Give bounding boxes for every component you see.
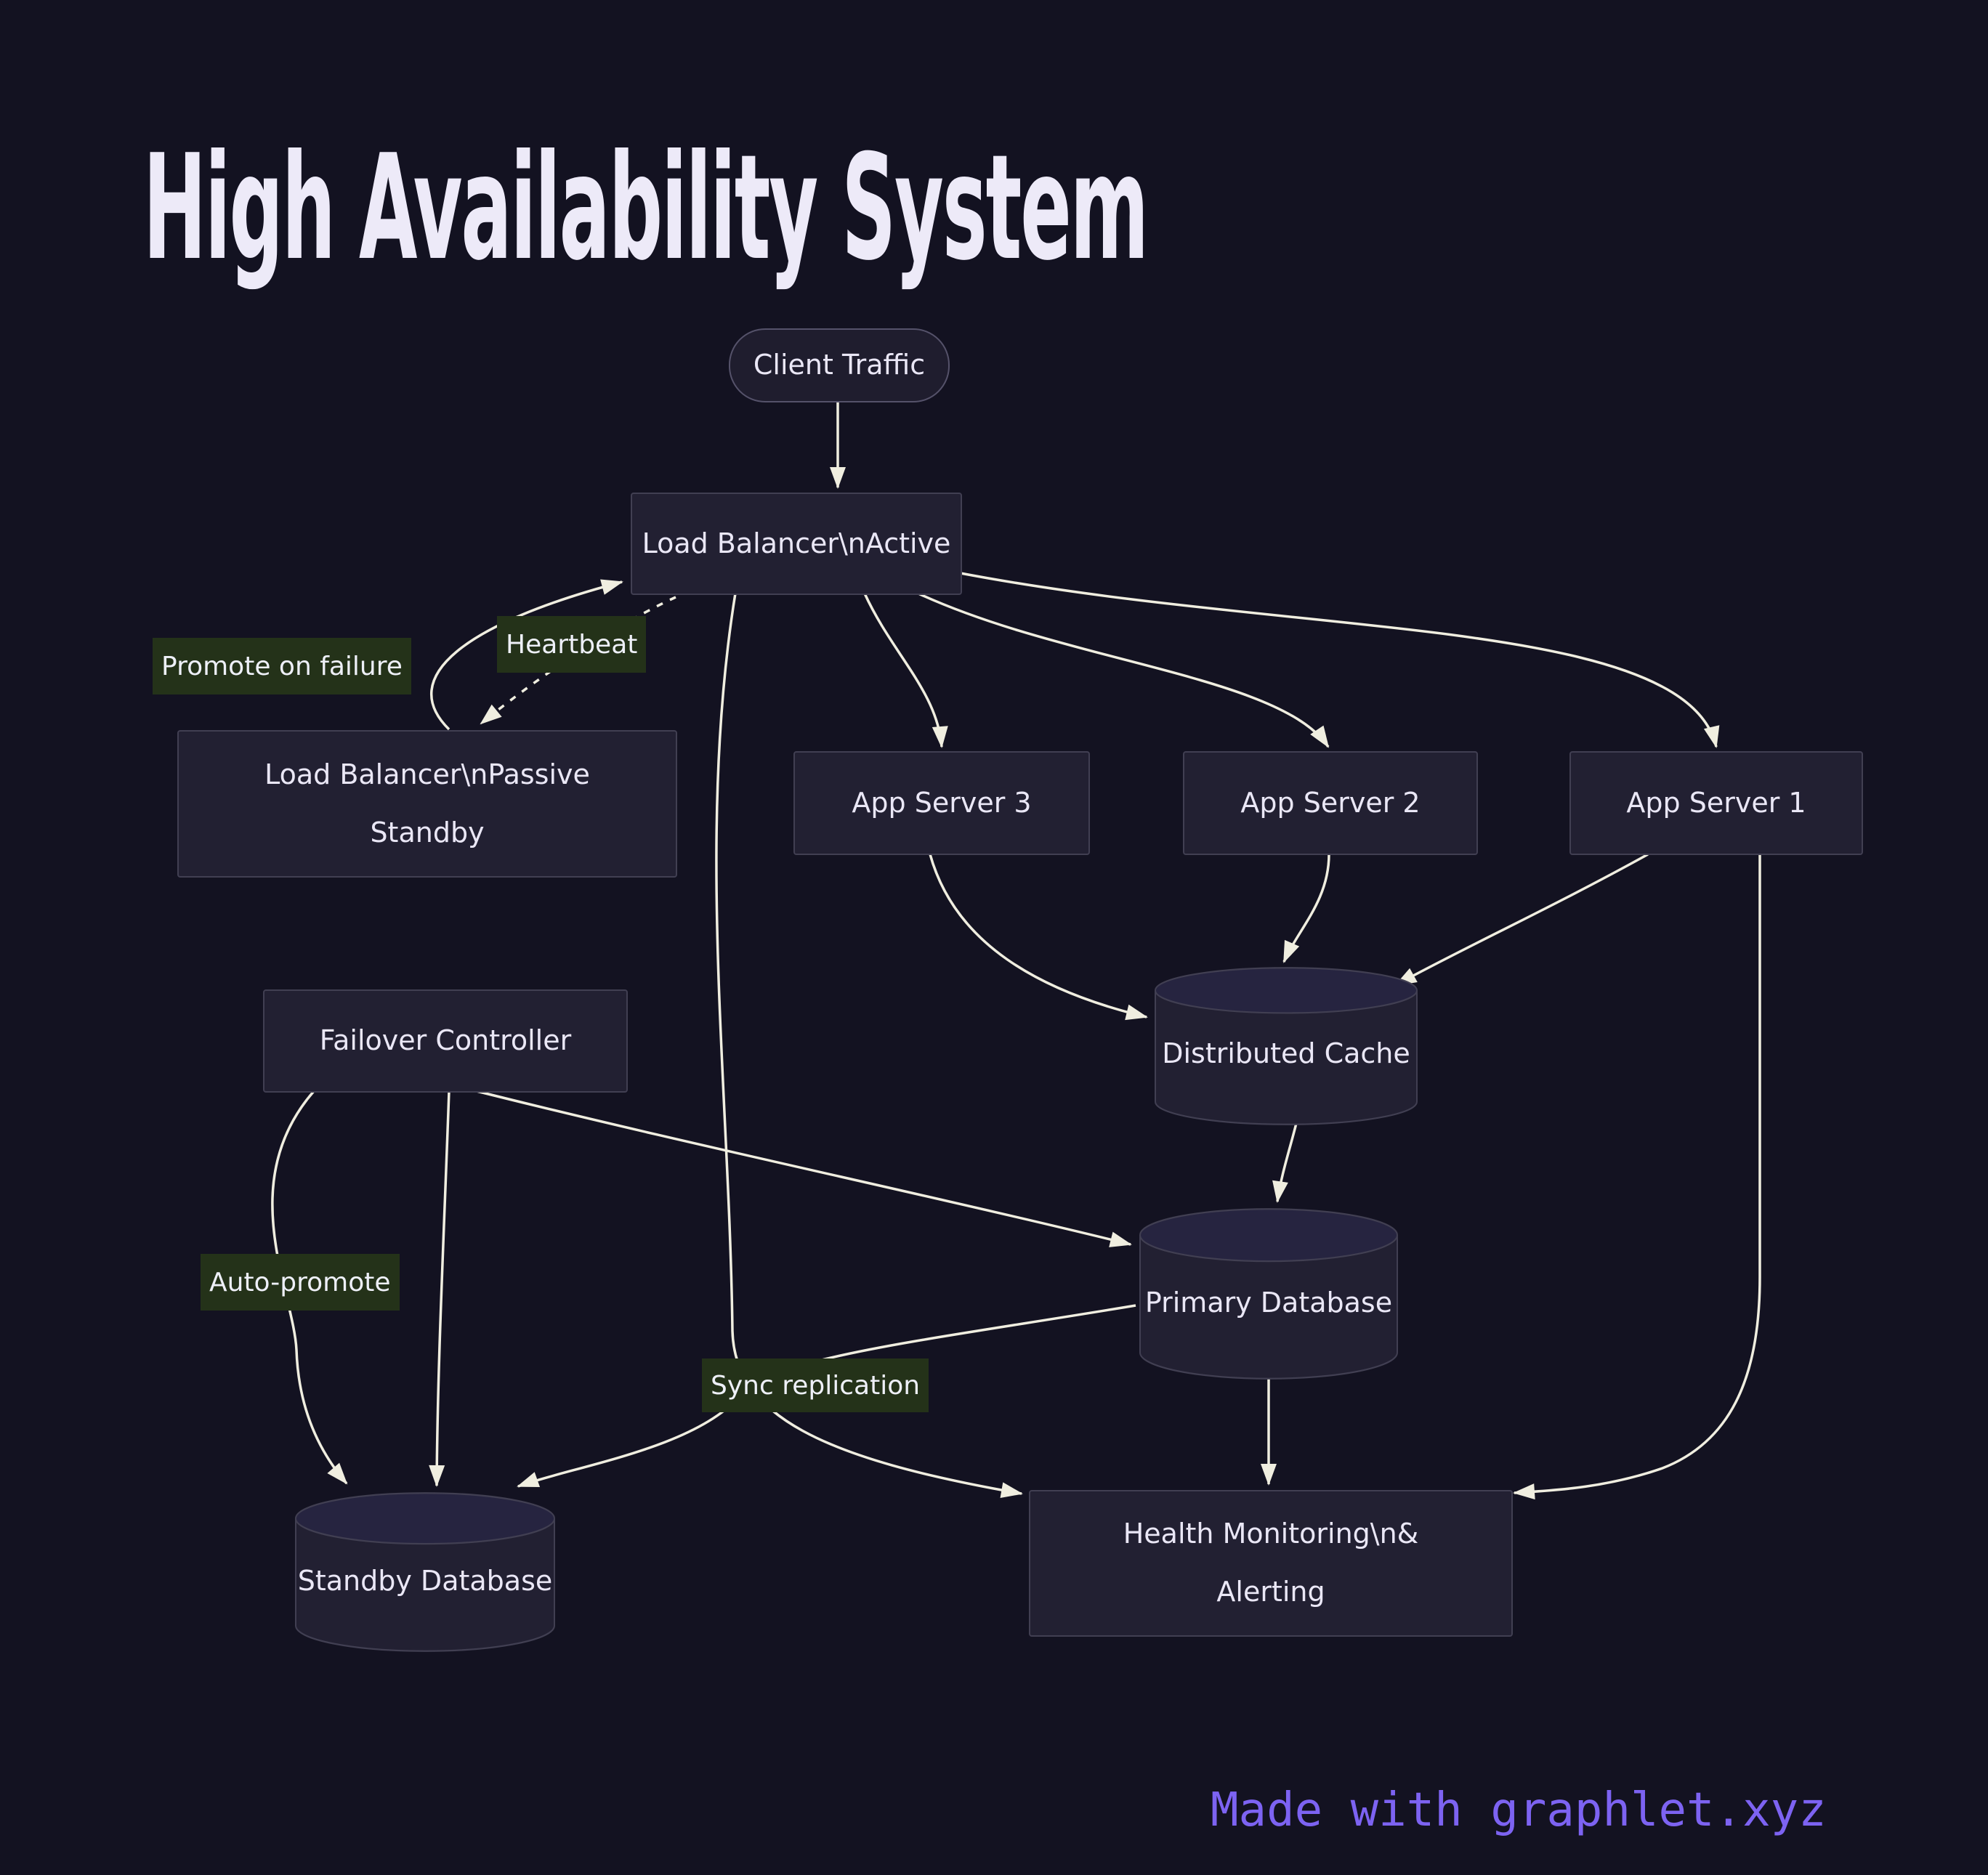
node-primary-database[interactable]: Primary Database (1139, 1207, 1399, 1380)
node-label: App Server 3 (852, 786, 1032, 819)
cylinder-shape (1155, 967, 1418, 1125)
node-label: Load Balancer\nActive (642, 527, 951, 559)
node-label: Load Balancer\nPassive Standby (264, 758, 590, 849)
edge-failover-to-standby (429, 1090, 450, 1487)
node-client-traffic[interactable]: Client Traffic (729, 328, 950, 402)
node-label: App Server 2 (1240, 786, 1421, 819)
node-app-server-1[interactable]: App Server 1 (1569, 751, 1863, 855)
edge-failover-to-primary (476, 1090, 1132, 1247)
node-label: Client Traffic (753, 349, 926, 381)
edge-lb-active-to-app1 (960, 572, 1720, 748)
edge-lb-passive-to-lb-active-promote (429, 579, 623, 731)
edge-lb-active-to-app3 (863, 593, 948, 748)
footer-credit-link[interactable]: Made with graphlet.xyz (1211, 1783, 1827, 1837)
edge-label-heartbeat: Heartbeat (497, 616, 647, 673)
node-lb-active[interactable]: Load Balancer\nActive (631, 493, 962, 595)
node-health-monitoring[interactable]: Health Monitoring\n& Alerting (1029, 1490, 1513, 1637)
edge-app3-to-cache (929, 854, 1148, 1021)
node-label: Primary Database (1144, 1287, 1393, 1319)
edge-failover-to-standby-auto-promote (271, 1090, 348, 1485)
cylinder-shape (1139, 1208, 1398, 1380)
node-standby-database[interactable]: Standby Database (294, 1491, 556, 1653)
edge-app1-to-cache (1394, 853, 1649, 987)
node-label: Failover Controller (319, 1024, 572, 1057)
node-label: Standby Database (297, 1564, 553, 1597)
node-distributed-cache[interactable]: Distributed Cache (1154, 966, 1418, 1126)
node-app-server-2[interactable]: App Server 2 (1183, 751, 1478, 855)
node-label: Health Monitoring\n& Alerting (1123, 1518, 1419, 1608)
edge-lb-active-to-app2 (918, 592, 1330, 748)
node-label: Distributed Cache (1162, 1037, 1410, 1070)
node-label: App Server 1 (1626, 786, 1806, 819)
edge-label-promote-on-failure: Promote on failure (153, 638, 411, 694)
node-lb-passive[interactable]: Load Balancer\nPassive Standby (177, 730, 677, 878)
node-failover-controller[interactable]: Failover Controller (263, 989, 628, 1093)
diagram-title: High Availability System (143, 123, 1149, 293)
edge-app2-to-cache (1282, 854, 1330, 963)
edge-app1-to-health (1513, 854, 1761, 1500)
edge-label-auto-promote: Auto-promote (201, 1254, 400, 1311)
edge-label-sync-replication: Sync replication (702, 1358, 929, 1412)
cylinder-shape (295, 1492, 555, 1652)
node-app-server-3[interactable]: App Server 3 (793, 751, 1090, 855)
edge-lb-active-to-health (715, 593, 1023, 1499)
